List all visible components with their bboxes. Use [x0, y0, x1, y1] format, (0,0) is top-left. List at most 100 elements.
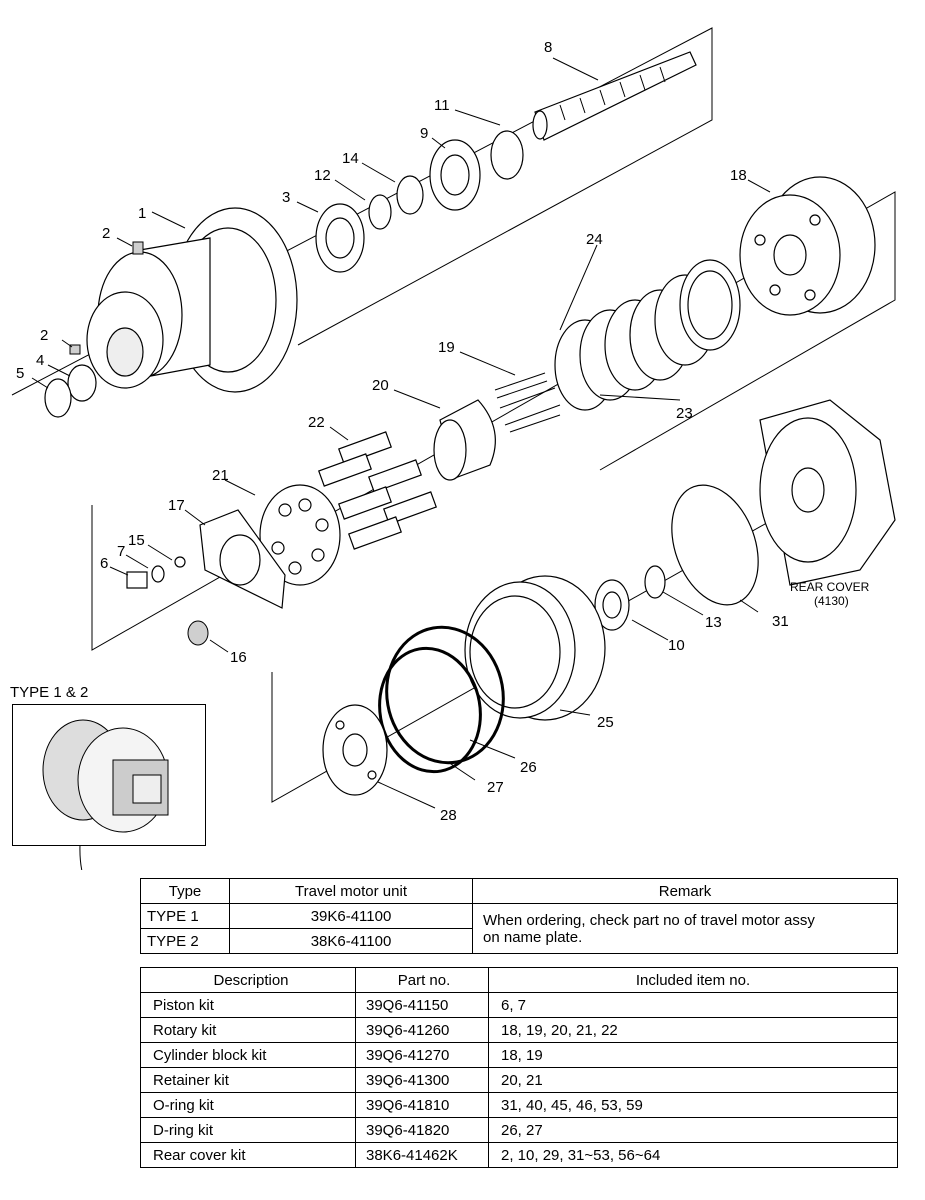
part-8-shaft [532, 51, 697, 141]
part-1-housing [86, 207, 298, 393]
part-15-ball [174, 556, 186, 568]
part-no-cell: 39Q6-41150 [355, 992, 489, 1018]
callout-26: 26 [520, 759, 537, 776]
callout-5: 5 [16, 365, 24, 382]
part-no-header: Part no. [355, 967, 489, 993]
unit-header: Travel motor unit [229, 878, 473, 904]
type-table: Type Travel motor unit Remark TYPE 1 39K… [140, 878, 898, 954]
part-13-snap-ring [644, 565, 666, 599]
part-10-bearing [594, 579, 630, 631]
items-cell: 18, 19, 20, 21, 22 [488, 1017, 898, 1043]
description-cell: Rotary kit [140, 1017, 356, 1043]
inset-label: TYPE 1 & 2 [10, 684, 89, 701]
items-cell: 2, 10, 29, 31~53, 56~64 [488, 1142, 898, 1168]
part-no-cell: 39Q6-41260 [355, 1017, 489, 1043]
part-no-cell: 38K6-41462K [355, 1142, 489, 1168]
items-cell: 18, 19 [488, 1042, 898, 1068]
part-26-d-ring [385, 625, 505, 765]
type-cell: TYPE 1 [140, 903, 230, 929]
callout-6: 6 [100, 555, 108, 572]
callout-25: 25 [597, 714, 614, 731]
part-21-retainer-plate [259, 484, 341, 586]
description-header: Description [140, 967, 356, 993]
table-row: Piston kit 39Q6-41150 6, 7 [140, 992, 898, 1018]
part-14-ring [396, 175, 424, 215]
remark-header: Remark [472, 878, 898, 904]
part-2-plug-side [69, 344, 81, 355]
table-row: D-ring kit 39Q6-41820 26, 27 [140, 1117, 898, 1143]
leader-lines [31, 57, 771, 809]
part-16-pin [187, 620, 209, 646]
part-25-ring-gear [464, 575, 606, 721]
callout-20: 20 [372, 377, 389, 394]
part-19-springs [494, 372, 561, 433]
table-row: Retainer kit 39Q6-41300 20, 21 [140, 1067, 898, 1093]
table-row: Rear cover kit 38K6-41462K 2, 10, 29, 31… [140, 1142, 898, 1168]
remark-line-1: When ordering, check part no of travel m… [483, 911, 815, 929]
callout-21: 21 [212, 467, 229, 484]
part-4-ring [67, 364, 97, 402]
items-cell: 6, 7 [488, 992, 898, 1018]
items-cell: 26, 27 [488, 1117, 898, 1143]
part-20-retainer [433, 399, 496, 481]
included-items-header: Included item no. [488, 967, 898, 993]
description-cell: D-ring kit [140, 1117, 356, 1143]
callout-13: 13 [705, 614, 722, 631]
type-cell: TYPE 2 [140, 928, 230, 954]
part-no-cell: 39Q6-41810 [355, 1092, 489, 1118]
inset-motor-illustration [42, 719, 169, 833]
callout-31: 31 [772, 613, 789, 630]
callout-4: 4 [36, 352, 44, 369]
table-row: TYPE 1 39K6-41100 When ordering, check p… [140, 903, 898, 954]
part-no-cell: 39Q6-41270 [355, 1042, 489, 1068]
callout-12: 12 [314, 167, 331, 184]
remark-cell: When ordering, check part no of travel m… [472, 903, 898, 954]
callout-24: 24 [586, 231, 603, 248]
callout-28: 28 [440, 807, 457, 824]
description-cell: O-ring kit [140, 1092, 356, 1118]
remark-line-2: on name plate. [483, 928, 583, 946]
unit-cell: 38K6-41100 [229, 928, 473, 954]
callout-27: 27 [487, 779, 504, 796]
callout-14: 14 [342, 150, 359, 167]
part-17-swash-plate [199, 509, 286, 609]
table-row: Cylinder block kit 39Q6-41270 18, 19 [140, 1042, 898, 1068]
inset-arrow [79, 844, 83, 870]
callout-1: 1 [138, 205, 146, 222]
callout-2-side: 2 [40, 327, 48, 344]
callout-11: 11 [434, 97, 450, 114]
part-11-snap-ring [490, 130, 524, 180]
rear-cover-label: REAR COVER [790, 580, 870, 594]
description-cell: Piston kit [140, 992, 356, 1018]
part-28-valve-plate [322, 704, 388, 796]
part-23-24-friction-plates [554, 244, 741, 411]
callout-8: 8 [544, 39, 552, 56]
part-3-bearing [315, 203, 365, 273]
callout-18: 18 [730, 167, 747, 184]
callout-2-top: 2 [102, 225, 110, 242]
part-27-d-ring [378, 646, 482, 774]
part-22-pistons [318, 431, 437, 550]
callout-19: 19 [438, 339, 455, 356]
part-7-ring [151, 565, 165, 583]
callout-16: 16 [230, 649, 247, 666]
part-18-cylinder-block [739, 176, 876, 316]
part-9-bearing [429, 139, 481, 211]
callout-3: 3 [282, 189, 290, 206]
plane-top [11, 27, 713, 396]
callout-17: 17 [168, 497, 185, 514]
type-header: Type [140, 878, 230, 904]
rear-cover-code: (4130) [814, 594, 849, 608]
part-no-cell: 39Q6-41820 [355, 1117, 489, 1143]
items-cell: 31, 40, 45, 46, 53, 59 [488, 1092, 898, 1118]
inset-box [12, 704, 206, 846]
part-6-piston [126, 571, 148, 589]
part-31-o-ring [671, 484, 759, 606]
callout-15: 15 [128, 532, 145, 549]
description-cell: Cylinder block kit [140, 1042, 356, 1068]
part-no-cell: 39Q6-41300 [355, 1067, 489, 1093]
plane-middle [91, 191, 896, 651]
rear-cover [759, 399, 896, 586]
callout-23: 23 [676, 405, 693, 422]
exploded-parts-diagram: 1 2 2 3 4 5 6 7 8 9 10 11 12 13 14 15 16… [11, 27, 896, 870]
